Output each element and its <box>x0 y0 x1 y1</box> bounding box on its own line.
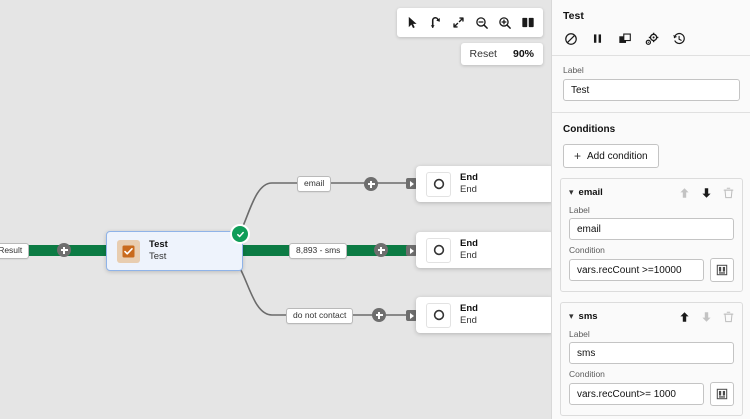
plus-icon: + <box>574 149 582 163</box>
condition-actions-sms <box>678 310 734 323</box>
zoom-out-icon[interactable] <box>470 9 493 36</box>
label-field-block: Label <box>552 56 750 112</box>
node-end-sms-title: End <box>460 238 478 250</box>
edge-arrow-sms <box>406 245 417 256</box>
success-check-icon <box>230 224 250 244</box>
edge-add-node-dnc[interactable] <box>372 308 386 322</box>
condition-label-input-sms[interactable] <box>569 342 734 364</box>
condition-label-input-email[interactable] <box>569 218 734 240</box>
edge-arrow-dnc <box>406 310 417 321</box>
node-end-sms[interactable]: End End <box>416 232 551 268</box>
condition-card-email: ▾ email <box>560 178 743 292</box>
expression-picker-button-email[interactable] <box>710 258 734 282</box>
cursor-icon[interactable] <box>401 9 424 36</box>
history-clock-icon[interactable] <box>671 31 686 46</box>
panel-toolbar <box>563 31 740 55</box>
end-circle-icon <box>426 171 451 197</box>
edge-label-email[interactable]: email <box>297 176 332 192</box>
edge-do-not-contact <box>223 253 410 316</box>
node-end-dnc[interactable]: End End <box>416 297 551 333</box>
edge-incoming <box>0 245 108 256</box>
condition-expression-input-sms[interactable] <box>569 383 704 405</box>
move-up-icon-sms[interactable] <box>678 310 690 323</box>
condition-actions-email <box>678 186 734 199</box>
pause-icon[interactable] <box>590 31 605 46</box>
node-end-dnc-title: End <box>460 303 478 315</box>
node-end-email-text: End End <box>460 172 478 196</box>
checkbox-checked-icon <box>117 239 140 263</box>
edge-add-node-email[interactable] <box>364 177 378 191</box>
canvas-toolbar <box>397 8 543 37</box>
delete-icon-email[interactable] <box>722 186 734 199</box>
node-end-dnc-subtitle: End <box>460 315 477 326</box>
move-up-icon-email[interactable] <box>678 186 690 199</box>
add-condition-label: Add condition <box>587 150 648 162</box>
condition-header-email: ▾ email <box>569 186 734 199</box>
node-end-email[interactable]: End End <box>416 166 551 202</box>
condition-card-sms: ▾ sms <box>560 302 743 416</box>
condition-label-caption-sms: Label <box>569 329 590 339</box>
condition-name-sms: sms <box>578 311 598 322</box>
duplicate-icon[interactable] <box>617 31 632 46</box>
move-down-icon-email[interactable] <box>700 186 712 199</box>
delete-icon-sms[interactable] <box>722 310 734 323</box>
label-field-caption: Label <box>563 65 584 75</box>
edge-arrow-email <box>406 178 417 189</box>
fit-screen-icon[interactable] <box>447 9 470 36</box>
label-input[interactable] <box>563 79 740 101</box>
node-end-sms-text: End End <box>460 238 478 262</box>
edge-label-incoming[interactable]: - Result <box>0 243 30 259</box>
zoom-in-icon[interactable] <box>493 9 516 36</box>
workflow-canvas[interactable]: - Result Test Test email <box>0 0 551 419</box>
edge-add-node-incoming[interactable] <box>57 243 71 257</box>
edge-email <box>223 182 410 249</box>
edge-add-node-sms[interactable] <box>374 243 388 257</box>
add-condition-button[interactable]: + Add condition <box>563 144 659 168</box>
gear-icon[interactable] <box>644 31 659 46</box>
map-icon[interactable] <box>516 9 539 36</box>
ban-icon[interactable] <box>563 31 578 46</box>
move-down-icon-sms[interactable] <box>700 310 712 323</box>
expression-picker-button-sms[interactable] <box>710 382 734 406</box>
edge-label-sms[interactable]: 8,893 - sms <box>289 243 348 259</box>
divider-1 <box>552 55 750 56</box>
condition-expr-caption-sms: Condition <box>569 369 605 379</box>
chevron-down-icon[interactable]: ▾ <box>569 311 574 321</box>
condition-expr-caption-email: Condition <box>569 245 605 255</box>
panel-header: Test <box>552 0 750 55</box>
condition-name-email: email <box>578 187 603 198</box>
arrow-turn-icon[interactable] <box>424 9 447 36</box>
node-end-sms-subtitle: End <box>460 250 477 261</box>
end-circle-icon <box>426 237 451 263</box>
divider-2 <box>552 112 750 113</box>
node-test-text: Test Test <box>149 239 168 263</box>
zoom-level-value[interactable]: 90% <box>512 48 534 60</box>
node-end-dnc-text: End End <box>460 303 478 327</box>
condition-header-sms: ▾ sms <box>569 310 734 323</box>
node-end-email-subtitle: End <box>460 184 477 195</box>
panel-title: Test <box>563 10 584 22</box>
properties-panel: Test <box>551 0 750 419</box>
condition-expr-row-email <box>569 258 734 282</box>
chevron-down-icon[interactable]: ▾ <box>569 187 574 197</box>
node-test-title: Test <box>149 239 168 251</box>
zoom-reset-button[interactable]: Reset <box>469 48 497 60</box>
node-test-subtitle: Test <box>149 251 167 262</box>
end-circle-icon <box>426 302 451 328</box>
conditions-title: Conditions <box>563 124 616 135</box>
condition-label-caption-email: Label <box>569 205 590 215</box>
condition-expression-input-email[interactable] <box>569 259 704 281</box>
edge-label-do-not-contact[interactable]: do not contact <box>286 308 354 324</box>
zoom-control: Reset 90% <box>460 43 543 65</box>
node-test[interactable]: Test Test <box>106 224 250 271</box>
node-end-email-title: End <box>460 172 478 184</box>
condition-expr-row-sms <box>569 382 734 406</box>
